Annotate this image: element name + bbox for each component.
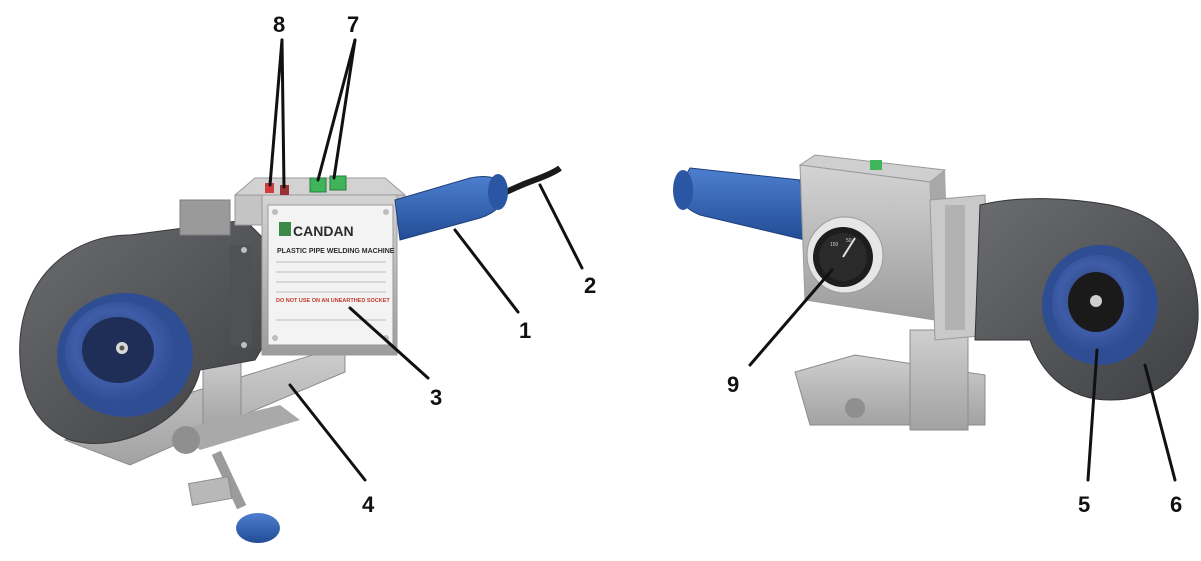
leader-2 [540, 185, 582, 268]
clamp-knob [236, 513, 280, 543]
callout-5: 5 [1078, 492, 1090, 517]
welding-socket-left [57, 293, 193, 417]
welding-socket-right [1042, 245, 1158, 365]
callout-2: 2 [584, 273, 596, 298]
dial-scale: 150 [830, 242, 839, 248]
right-machine-view: 150 50 [673, 155, 1198, 430]
leader-1 [455, 230, 518, 312]
stand-right [795, 330, 985, 430]
leader-4 [290, 385, 365, 480]
rating-plate: CANDAN PLASTIC PIPE WELDING MACHINE DO N… [268, 205, 395, 345]
leader-8a [270, 40, 282, 185]
callout-8: 8 [273, 12, 285, 37]
callout-6: 6 [1170, 492, 1182, 517]
power-cable [500, 168, 560, 195]
handle-left [395, 174, 508, 240]
power-switch-2 [330, 176, 346, 190]
left-machine-view: CANDAN PLASTIC PIPE WELDING MACHINE DO N… [20, 168, 560, 543]
callout-4: 4 [362, 492, 375, 517]
callout-7: 7 [347, 12, 359, 37]
callout-1: 1 [519, 318, 531, 343]
plate-title: PLASTIC PIPE WELDING MACHINE [277, 248, 395, 255]
warning-text: DO NOT USE ON AN UNEARTHED SOCKET [276, 298, 390, 304]
callout-9: 9 [727, 372, 739, 397]
brand-logo [279, 222, 291, 236]
callout-3: 3 [430, 385, 442, 410]
handle-right [673, 168, 805, 240]
brand-name: CANDAN [293, 223, 354, 239]
leader-9 [750, 270, 832, 365]
leader-8b [282, 40, 284, 187]
svg-text:50: 50 [846, 238, 852, 244]
thermostat-dial: 150 50 [807, 217, 883, 293]
